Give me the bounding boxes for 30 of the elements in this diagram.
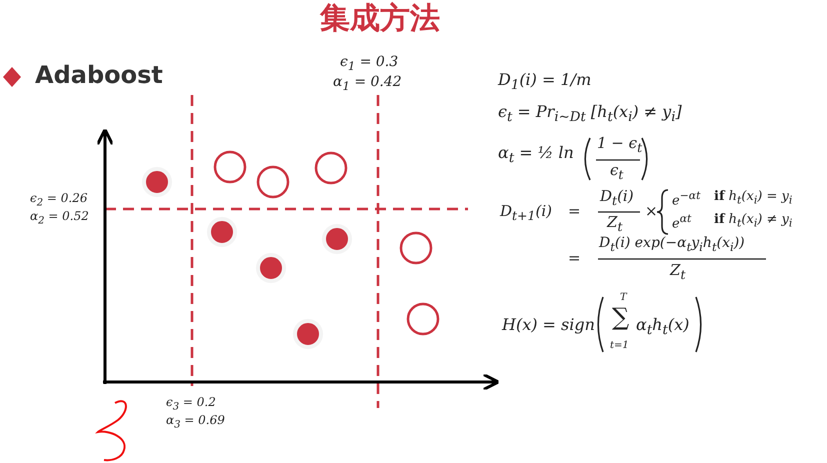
math-formula: H(x) = sign xyxy=(502,316,595,334)
math-formula: α$_{t}$ = ½ ln xyxy=(498,144,574,167)
math-formula: if h$_{t}$(x$_{i}$) ≠ y$_{i}$ xyxy=(714,213,792,230)
math-formula: t=1 xyxy=(610,340,629,351)
math-formula: Z$_{t}$ xyxy=(607,214,622,234)
math-formula: D$_{1}$(i) = 1/m xyxy=(498,71,592,94)
error-weight-label: α$_{1}$ = 0.42 xyxy=(333,75,402,93)
math-formula: e$^{αt}$ xyxy=(672,213,692,232)
math-formula: e$^{−αt}$ xyxy=(672,190,700,209)
section-heading: Adaboost xyxy=(35,62,163,88)
error-weight-label: α$_{2}$ = 0.52 xyxy=(30,210,89,226)
math-formula: 1 − ϵ$_{t}$ xyxy=(597,135,642,155)
math-formula: D$_{t}$(i) xyxy=(600,188,634,208)
error-weight-label: ϵ$_{2}$ = 0.26 xyxy=(30,192,88,208)
math-formula: Z$_{t}$ xyxy=(670,262,686,282)
math-operator: ∑ xyxy=(612,304,630,330)
math-formula: α$_{t}$h$_{t}$(x) xyxy=(636,316,690,339)
math-formula: ϵ$_{t}$ xyxy=(610,162,624,182)
math-operator: = xyxy=(568,203,581,220)
math-formula: ϵ$_{t}$ = Pr$_{i∼Dt}$ [h$_{t}$(x$_{i}$) ≠ y$_{i}$] xyxy=(498,103,682,126)
math-formula: D$_{t+1}$(i) xyxy=(500,203,552,223)
error-weight-label: ϵ$_{3}$ = 0.2 xyxy=(166,396,216,412)
error-weight-label: α$_{3}$ = 0.69 xyxy=(166,414,225,430)
math-formula: D$_{t}$(i) exp(−α$_{t}$y$_{i}$h$_{t}$(x$_{i}$)) xyxy=(599,236,745,254)
math-operator: = xyxy=(568,250,581,266)
math-formula: if h$_{t}$(x$_{i}$) = y$_{i}$ xyxy=(714,190,792,206)
title: 集成方法 xyxy=(318,2,441,35)
math-formula: T xyxy=(620,292,627,303)
math-operator: × xyxy=(645,203,658,220)
error-weight-label: ϵ$_{1}$ = 0.3 xyxy=(340,55,398,73)
